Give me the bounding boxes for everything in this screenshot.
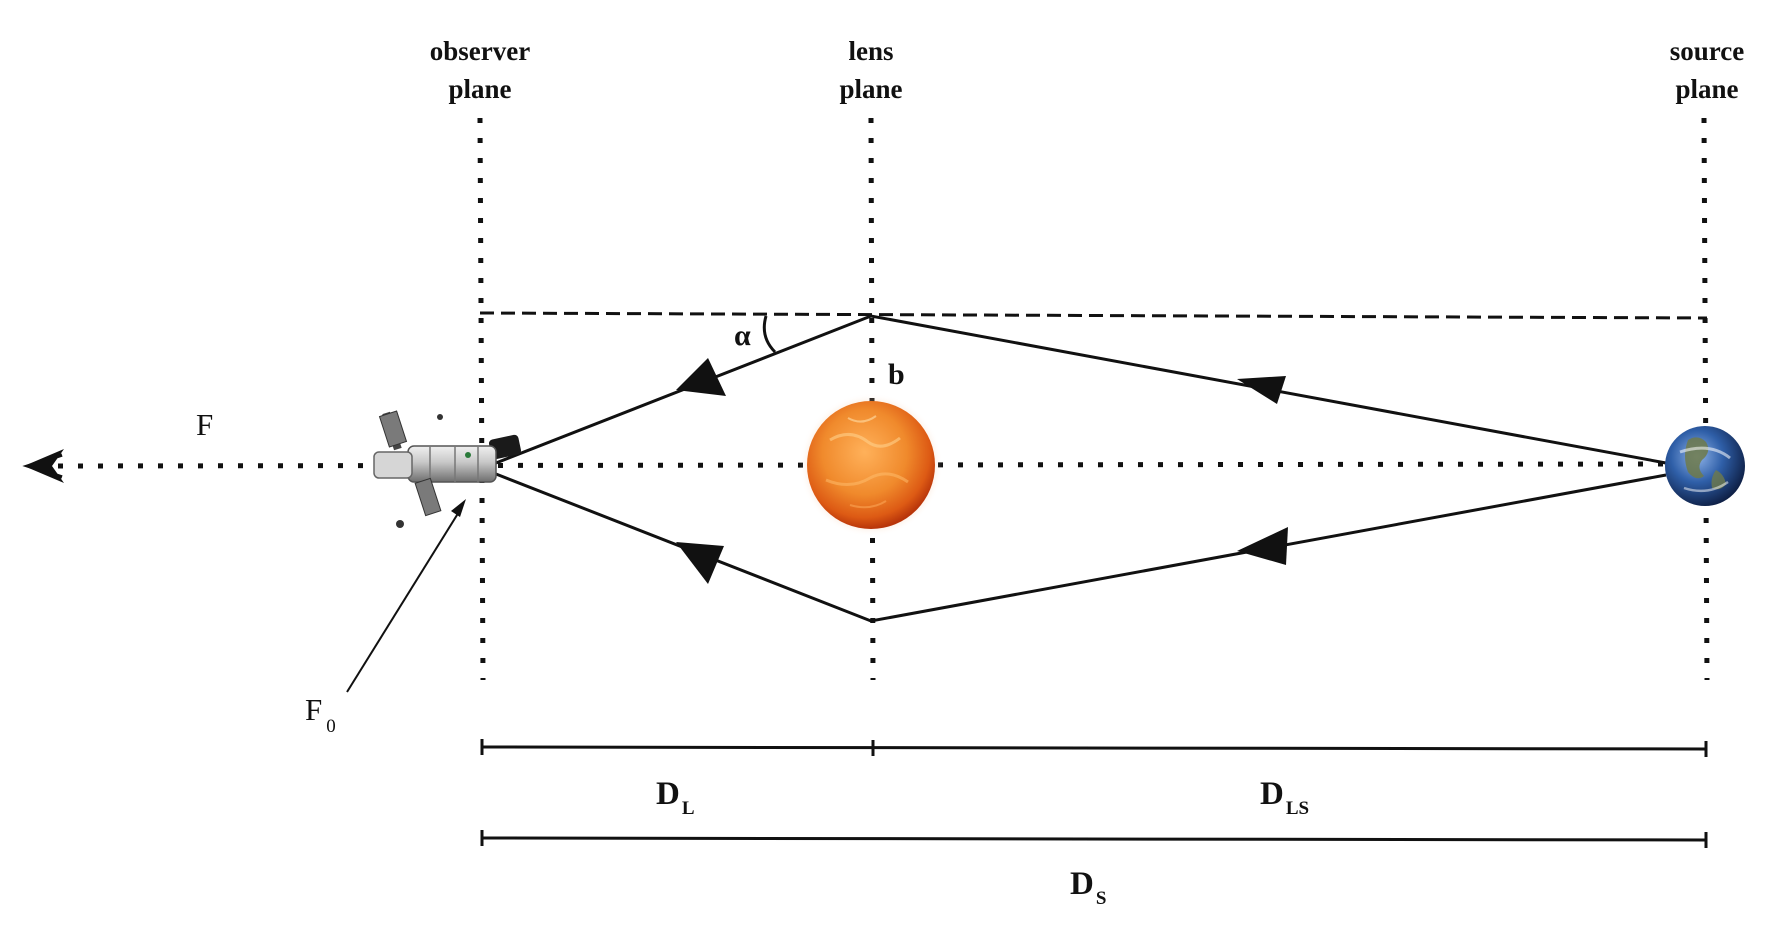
- flux-arrow-tip: [24, 449, 64, 483]
- source-plane-line: [1701, 117, 1710, 681]
- upper-light-ray: [495, 314, 1667, 465]
- dls-base: D: [1260, 776, 1284, 812]
- lens-plane-label-line2: plane: [839, 74, 902, 104]
- sun-icon: [799, 393, 943, 537]
- lower-light-ray: [495, 472, 1667, 623]
- flux0-subscript: 0: [326, 716, 336, 737]
- dl-base: D: [656, 776, 680, 812]
- source-plane-label-line2: plane: [1675, 74, 1738, 104]
- distance-bar-ds: [480, 830, 1708, 848]
- f0-pointer-head: [451, 499, 466, 517]
- ds-subscript: S: [1096, 888, 1107, 909]
- ds-base: D: [1070, 866, 1094, 902]
- upper-ray-arrow-right: [1237, 376, 1286, 404]
- flux0-base: F: [305, 692, 322, 727]
- reference-dashed-line: [479, 311, 1708, 320]
- distance-bar-dl-dls: [480, 739, 1708, 757]
- dls-subscript: LS: [1286, 798, 1309, 819]
- dl-subscript: L: [682, 798, 695, 819]
- observer-plane-label-line1: observer: [430, 36, 530, 66]
- source-plane-label-line1: source: [1670, 36, 1745, 66]
- flux-label: F: [196, 407, 213, 442]
- f0-pointer-line: [346, 506, 463, 693]
- lower-ray-arrow-left: [676, 542, 724, 584]
- satellite-telescope-icon: [373, 410, 522, 528]
- lower-ray-arrow-right: [1237, 527, 1288, 565]
- observer-plane-label-line2: plane: [448, 74, 511, 104]
- impact-parameter-label: b: [888, 358, 905, 391]
- upper-ray-arrow-left: [676, 358, 726, 396]
- lens-plane-label-line1: lens: [848, 36, 893, 66]
- alpha-angle-arc: [762, 315, 777, 354]
- observer-plane-line: [477, 117, 486, 681]
- earth-icon: [1665, 426, 1745, 506]
- alpha-label: α: [734, 319, 751, 352]
